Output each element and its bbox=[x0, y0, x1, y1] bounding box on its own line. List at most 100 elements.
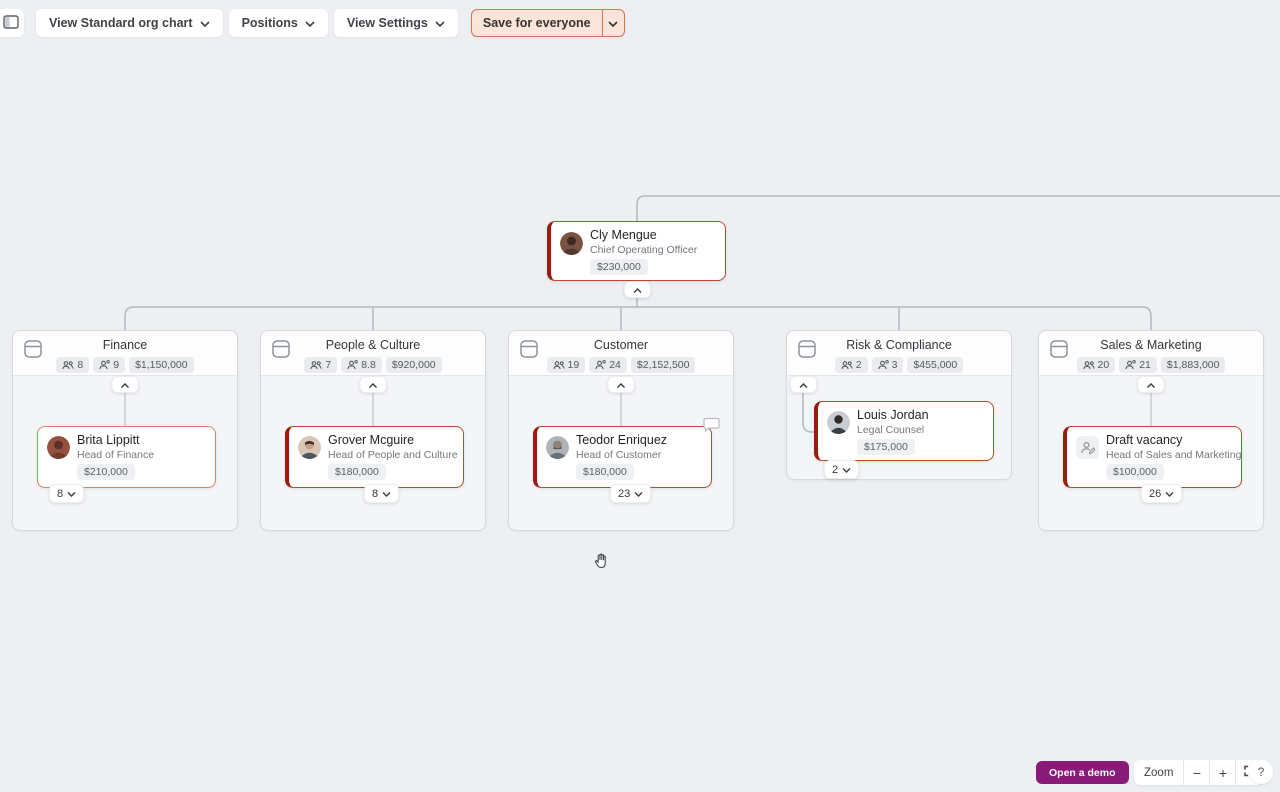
zoom-out-button[interactable]: − bbox=[1192, 764, 1201, 781]
divider bbox=[1209, 760, 1211, 785]
org-card-vacancy[interactable]: Draft vacancy Head of Sales and Marketin… bbox=[1063, 426, 1242, 488]
department-name: People & Culture bbox=[325, 338, 421, 352]
avatar bbox=[560, 232, 583, 255]
chevron-up-icon bbox=[799, 379, 808, 391]
department-card-customer[interactable]: Customer 19 24 $2,152,500 Teodor Enrique… bbox=[508, 330, 734, 531]
divider bbox=[1183, 760, 1185, 785]
collapse-root-button[interactable] bbox=[624, 281, 651, 298]
person-name: Louis Jordan bbox=[857, 408, 929, 422]
person-plus-icon bbox=[1125, 360, 1136, 370]
avatar bbox=[298, 436, 321, 459]
report-count: 2 bbox=[832, 463, 839, 476]
department-stats: 19 24 $2,152,500 bbox=[509, 357, 733, 373]
salary-badge: $210,000 bbox=[77, 464, 135, 480]
department-card-risk-compliance[interactable]: Risk & Compliance 2 3 $455,000 Louis Jor… bbox=[786, 330, 1012, 480]
org-card-lead[interactable]: Grover Mcguire Head of People and Cultur… bbox=[285, 426, 464, 488]
chevron-up-icon bbox=[368, 379, 378, 391]
org-card-lead[interactable]: Brita Lippitt Head of Finance $210,000 bbox=[37, 426, 216, 488]
person-name: Brita Lippitt bbox=[77, 433, 140, 447]
department-header: Finance 8 9 $1,150,000 bbox=[13, 331, 237, 376]
salary-badge: $180,000 bbox=[576, 464, 634, 480]
department-name: Finance bbox=[102, 338, 148, 352]
person-title: Legal Counsel bbox=[857, 424, 925, 436]
collapse-department-button[interactable] bbox=[790, 376, 817, 393]
person-title: Chief Operating Officer bbox=[590, 244, 698, 256]
headcount-badge: 7 bbox=[304, 357, 338, 373]
department-header: People & Culture 7 8.8 $920,000 bbox=[261, 331, 485, 376]
card-header-icon[interactable] bbox=[1049, 339, 1069, 359]
expand-reports-button[interactable]: 26 bbox=[1141, 484, 1183, 503]
card-header-icon[interactable] bbox=[797, 339, 817, 359]
person-plus-icon bbox=[595, 360, 606, 370]
expand-reports-button[interactable]: 8 bbox=[364, 484, 400, 503]
collapse-department-button[interactable] bbox=[607, 376, 635, 393]
card-header-icon[interactable] bbox=[23, 339, 43, 359]
avatar bbox=[47, 436, 70, 459]
chevron-down-icon bbox=[608, 14, 618, 32]
expand-reports-button[interactable]: 2 bbox=[824, 460, 860, 479]
department-card-people-culture[interactable]: People & Culture 7 8.8 $920,000 Grover M… bbox=[260, 330, 486, 531]
people-icon bbox=[62, 360, 74, 369]
org-card-lead[interactable]: Louis Jordan Legal Counsel $175,000 bbox=[814, 401, 994, 461]
chevron-down-icon bbox=[199, 16, 210, 30]
open-positions-badge: 9 bbox=[93, 357, 126, 373]
expand-reports-button[interactable]: 23 bbox=[610, 484, 652, 503]
avatar bbox=[827, 411, 850, 434]
chevron-down-icon bbox=[1165, 488, 1174, 500]
person-plus-icon bbox=[347, 360, 358, 370]
department-header: Sales & Marketing 20 21 $1,883,000 bbox=[1039, 331, 1263, 376]
collapse-department-button[interactable] bbox=[359, 376, 387, 393]
salary-badge: $230,000 bbox=[590, 259, 648, 275]
department-card-finance[interactable]: Finance 8 9 $1,150,000 Brita Lippitt Hea… bbox=[12, 330, 238, 531]
connector-line bbox=[124, 392, 126, 426]
report-count: 8 bbox=[57, 487, 64, 500]
positions-menu-button[interactable]: Positions bbox=[228, 9, 328, 37]
chevron-up-icon bbox=[616, 379, 626, 391]
chevron-down-icon bbox=[67, 488, 76, 500]
expand-reports-button[interactable]: 8 bbox=[49, 484, 85, 503]
headcount-badge: 2 bbox=[834, 357, 868, 373]
open-positions-badge: 21 bbox=[1119, 357, 1157, 373]
speech-bubble-icon[interactable] bbox=[703, 417, 720, 438]
person-name: Teodor Enriquez bbox=[576, 433, 668, 447]
save-options-dropdown[interactable] bbox=[601, 10, 624, 36]
zoom-in-button[interactable]: + bbox=[1218, 764, 1227, 781]
view-settings-button[interactable]: View Settings bbox=[333, 9, 458, 37]
view-settings-label: View Settings bbox=[346, 16, 428, 30]
budget-badge: $2,152,500 bbox=[630, 357, 696, 373]
budget-badge: $1,883,000 bbox=[1160, 357, 1226, 373]
person-title: Head of Customer bbox=[576, 449, 662, 461]
vacancy-avatar-icon bbox=[1076, 436, 1099, 459]
connector-line bbox=[620, 392, 622, 426]
headcount-badge: 19 bbox=[546, 357, 586, 373]
org-card-lead[interactable]: Teodor Enriquez Head of Customer $180,00… bbox=[533, 426, 712, 488]
chevron-up-icon bbox=[1146, 379, 1156, 391]
card-header-icon[interactable] bbox=[271, 339, 291, 359]
department-name: Customer bbox=[593, 338, 649, 352]
zoom-controls: Zoom − + bbox=[1134, 760, 1264, 785]
department-card-sales-marketing[interactable]: Sales & Marketing 20 21 $1,883,000 Draft… bbox=[1038, 330, 1264, 531]
department-stats: 20 21 $1,883,000 bbox=[1039, 357, 1263, 373]
department-stats: 2 3 $455,000 bbox=[787, 357, 1011, 373]
open-demo-button[interactable]: Open a demo bbox=[1036, 761, 1129, 784]
collapse-department-button[interactable] bbox=[111, 376, 139, 393]
sidebar-toggle-button[interactable] bbox=[0, 9, 24, 37]
org-card-root[interactable]: Cly Mengue Chief Operating Officer $230,… bbox=[547, 221, 726, 281]
card-header-icon[interactable] bbox=[519, 339, 539, 359]
connector-line bbox=[1150, 392, 1152, 426]
department-header: Risk & Compliance 2 3 $455,000 bbox=[787, 331, 1011, 376]
salary-badge: $100,000 bbox=[1106, 464, 1164, 480]
person-title: Head of Sales and Marketing bbox=[1106, 449, 1242, 461]
budget-badge: $920,000 bbox=[385, 357, 442, 373]
view-selector-button[interactable]: View Standard org chart bbox=[36, 9, 223, 37]
person-plus-icon bbox=[99, 360, 110, 370]
save-for-everyone-button[interactable]: Save for everyone bbox=[482, 16, 591, 30]
chevron-down-icon bbox=[305, 16, 315, 30]
collapse-department-button[interactable] bbox=[1137, 376, 1165, 393]
people-icon bbox=[841, 360, 853, 369]
positions-menu-label: Positions bbox=[241, 16, 298, 30]
help-button[interactable]: ? bbox=[1249, 760, 1273, 784]
budget-badge: $1,150,000 bbox=[129, 357, 194, 373]
person-name: Draft vacancy bbox=[1106, 433, 1183, 447]
